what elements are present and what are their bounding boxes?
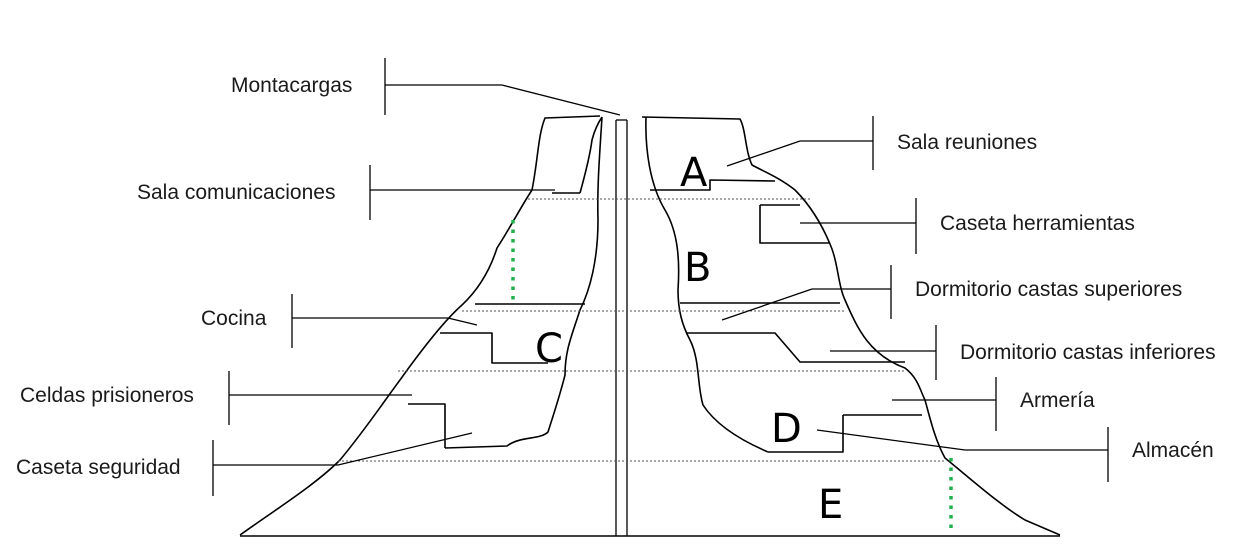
level-letter-d: D: [771, 406, 802, 452]
mountain-outline: [239, 115, 1061, 537]
level-letter-c: C: [535, 326, 563, 372]
left-tunnel: [444, 116, 603, 449]
room-partitions: [408, 204, 922, 453]
room-labels: Montacargas Sala comunicaciones Cocina C…: [16, 74, 1216, 479]
label-armeria: Armería: [1020, 389, 1095, 412]
lift-shaft: [615, 119, 628, 536]
label-caseta-seguridad: Caseta seguridad: [16, 456, 181, 479]
right-tunnel: [645, 116, 776, 453]
leader-lines: [212, 58, 1109, 496]
label-dormitorio-castas-superiores: Dormitorio castas superiores: [915, 278, 1182, 301]
label-caseta-herramientas: Caseta herramientas: [940, 212, 1135, 235]
label-almacen: Almacén: [1132, 439, 1214, 462]
label-montacargas: Montacargas: [231, 74, 352, 97]
label-celdas-prisioneros: Celdas prisioneros: [20, 384, 194, 407]
level-letters: A B C D E: [535, 150, 843, 528]
label-cocina: Cocina: [201, 307, 267, 330]
level-letter-e: E: [818, 482, 843, 528]
label-dormitorio-castas-inferiores: Dormitorio castas inferiores: [960, 341, 1216, 364]
green-markers: [511, 220, 953, 532]
label-sala-comunicaciones: Sala comunicaciones: [137, 181, 335, 204]
floor-lines: [338, 198, 945, 462]
level-letter-b: B: [684, 245, 711, 291]
level-letter-a: A: [680, 150, 708, 196]
label-sala-reuniones: Sala reuniones: [897, 131, 1037, 154]
